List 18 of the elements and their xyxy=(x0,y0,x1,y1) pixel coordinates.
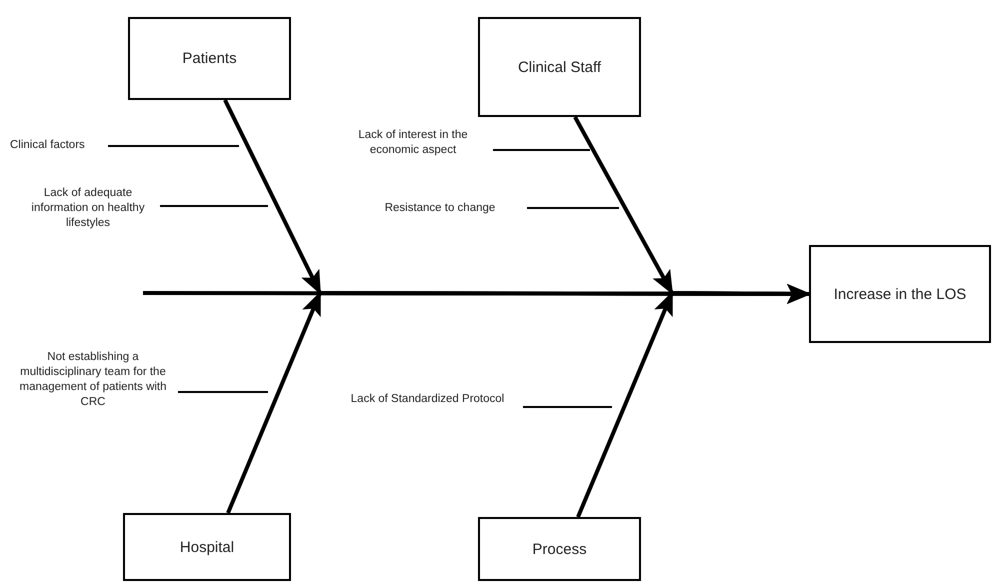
cause-text: Resistance to change xyxy=(365,201,515,216)
leader-line xyxy=(527,207,619,209)
effect-box: Increase in the LOS xyxy=(809,245,991,343)
category-box: Hospital xyxy=(123,513,291,581)
category-box: Patients xyxy=(128,17,291,100)
category-box: Clinical Staff xyxy=(478,17,641,117)
leader-line xyxy=(523,406,612,408)
cause-text: Not establishing a multidisciplinary team for the management of patients with CRC xyxy=(8,350,178,410)
bone-arrow xyxy=(576,284,810,518)
cause-text: Lack of Standardized Protocol xyxy=(350,392,505,407)
cause-text: Lack of interest in the economic aspect xyxy=(333,128,493,158)
leader-line xyxy=(493,149,590,151)
category-box: Process xyxy=(478,517,641,581)
leader-line xyxy=(160,205,268,207)
cause-text: Lack of adequate information on healthy lifestyles xyxy=(18,186,158,231)
leader-line xyxy=(178,391,268,393)
cause-text: Clinical factors xyxy=(10,138,110,153)
leader-line xyxy=(108,145,239,147)
